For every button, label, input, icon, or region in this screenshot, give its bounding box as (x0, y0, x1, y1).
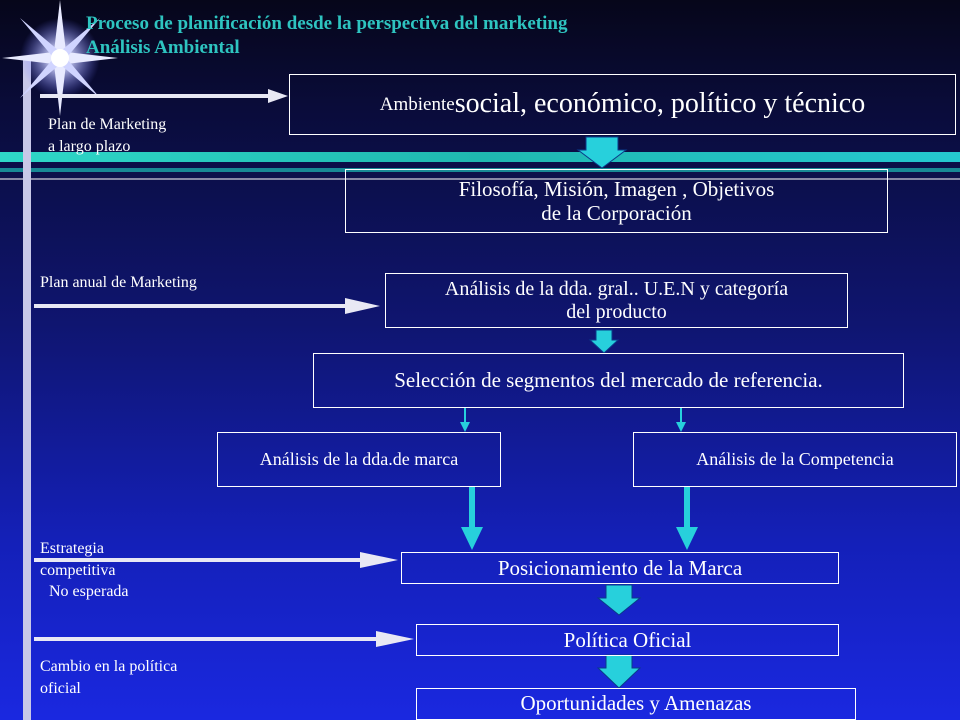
box-seleccion-segmentos: Selección de segmentos del mercado de re… (313, 353, 904, 408)
arrow-to-politica (34, 631, 414, 647)
down-arrow-2 (588, 329, 620, 354)
label-annual-plan: Plan anual de Marketing (40, 274, 197, 291)
arrow-to-posicionamiento (34, 552, 398, 568)
label-long-term-line-1: Plan de Marketing (48, 116, 167, 133)
label-policy-change: Cambio en la política oficial (40, 656, 177, 699)
competencia-text: Análisis de la Competencia (696, 449, 894, 470)
dda-marca-text: Análisis de la dda.de marca (259, 449, 459, 470)
down-arrow-3 (596, 584, 642, 616)
label-strategy-line-1: Estrategia (40, 540, 104, 557)
vertical-rule (23, 60, 31, 720)
down-arrow-1 (576, 136, 628, 169)
box-analisis-dda-general: Análisis de la dda. gral.. U.E.N y categ… (385, 273, 848, 328)
analisis-dda-line-2: del producto (566, 300, 667, 323)
title-line-1: Proceso de planificación desde la perspe… (86, 13, 568, 34)
seleccion-text: Selección de segmentos del mercado de re… (394, 368, 823, 393)
box-dda-marca: Análisis de la dda.de marca (217, 432, 501, 487)
label-long-term-line-2: a largo plazo (48, 137, 131, 155)
label-competitive-strategy: Estrategia competitiva No esperada (40, 538, 129, 603)
box-filosofia: Filosofía, Misión, Imagen , Objetivos de… (345, 169, 888, 233)
box-politica-oficial: Política Oficial (416, 624, 839, 656)
arrow-to-ambiente (40, 89, 288, 103)
box-ambiente: Ambiente social, económico, político y t… (289, 74, 956, 135)
ambiente-large-text: social, económico, político y técnico (454, 88, 866, 120)
label-strategy-line-2: competitiva (40, 561, 116, 579)
box-competencia: Análisis de la Competencia (633, 432, 957, 487)
oportunidades-text: Oportunidades y Amenazas (520, 691, 752, 715)
politica-text: Política Oficial (563, 627, 692, 652)
teal-band (0, 152, 960, 162)
star-burst-icon (2, 0, 118, 116)
filosofia-line-1: Filosofía, Misión, Imagen , Objetivos (458, 176, 775, 201)
box-oportunidades: Oportunidades y Amenazas (416, 688, 856, 720)
label-policy-line-1: Cambio en la política (40, 658, 178, 675)
arrow-to-analisis-dda (34, 298, 380, 314)
down-arrow-4 (596, 654, 642, 689)
analisis-dda-line-1: Análisis de la dda. gral.. U.E.N y categ… (444, 277, 789, 300)
filosofia-line-2: de la Corporación (541, 201, 692, 225)
label-long-term-plan: Plan de Marketing a largo plazo (48, 114, 166, 157)
box-posicionamiento: Posicionamiento de la Marca (401, 552, 839, 584)
posicionamiento-text: Posicionamiento de la Marca (497, 555, 743, 580)
label-policy-line-2: oficial (40, 679, 81, 697)
label-strategy-line-3: No esperada (49, 583, 129, 601)
slide-title: Proceso de planificación desde la perspe… (86, 12, 567, 60)
title-line-2: Análisis Ambiental (86, 36, 240, 58)
ambiente-small-text: Ambiente (379, 93, 455, 115)
